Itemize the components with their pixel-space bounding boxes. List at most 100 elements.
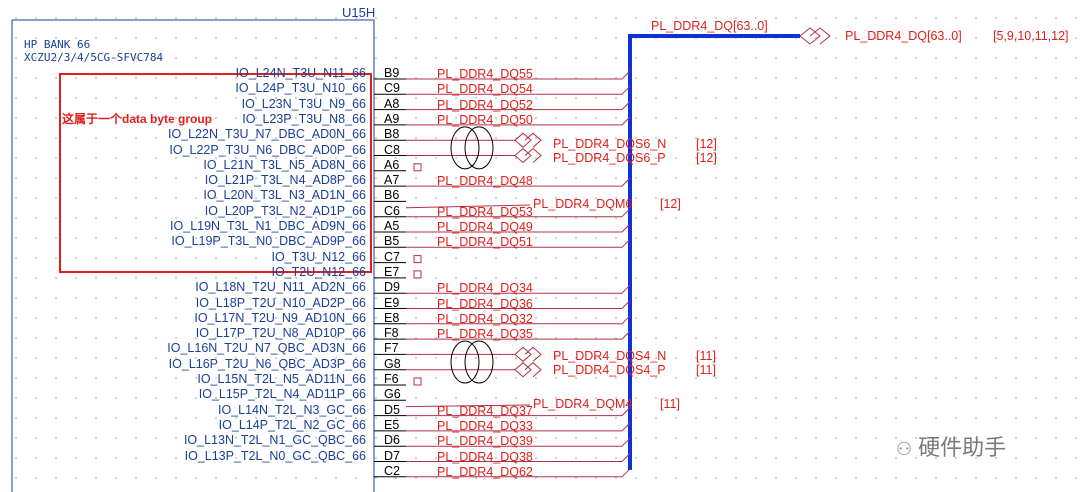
byte-group-highlight-box xyxy=(59,73,372,273)
bus-entry xyxy=(621,330,631,340)
net-label: PL_DDR4_DQ32 xyxy=(437,311,533,326)
port-shape xyxy=(514,147,532,164)
diff-pair-marker xyxy=(450,340,480,384)
diff-pair-marker xyxy=(464,340,494,384)
port-label: PL_DDR4_DQS6_P xyxy=(553,151,666,165)
pin-number: E9 xyxy=(384,295,400,310)
bus-label: PL_DDR4_DQ[63..0] xyxy=(651,19,768,33)
pin-name: IO_T3U_N12_66 xyxy=(271,249,366,264)
pin-name: IO_L21N_T3L_N5_AD8N_66 xyxy=(203,157,366,172)
net-label: PL_DDR4_DQ54 xyxy=(437,82,533,97)
pin-number: A6 xyxy=(384,157,400,172)
pin-number: B8 xyxy=(384,127,400,142)
diff-pair-marker xyxy=(464,126,494,170)
bus-entry xyxy=(621,223,631,233)
bus-entry xyxy=(621,422,631,432)
pin-name: IO_L17P_T2U_N8_AD10P_66 xyxy=(195,326,366,341)
pin-name: IO_L19N_T3L_N1_DBC_AD9N_66 xyxy=(170,219,366,233)
net-label: PL_DDR4_DQ35 xyxy=(437,327,533,342)
pin-name: IO_L15P_T2L_N4_AD11P_66 xyxy=(198,387,366,402)
bus-entry xyxy=(621,70,631,80)
pin-number: B9 xyxy=(384,66,400,80)
bus-port-shape xyxy=(799,27,821,45)
pin-name: IO_L16P_T2U_N6_QBC_AD3P_66 xyxy=(168,356,366,371)
pin-name: IO_L22N_T3U_N7_DBC_AD0N_66 xyxy=(167,127,366,142)
pin-name: IO_L23N_T3U_N9_66 xyxy=(241,96,366,111)
bus-entry xyxy=(621,284,631,294)
no-connect-marker xyxy=(413,270,422,279)
port-label: PL_DDR4_DQS4_P xyxy=(553,363,666,377)
pin-number: C2 xyxy=(384,463,400,478)
net-label: PL_DDR4_DQ39 xyxy=(437,434,533,449)
pin-number: A8 xyxy=(384,96,400,111)
pin-name: IO_L18N_T2U_N11_AD2N_66 xyxy=(195,280,366,295)
device-title: XCZU2/3/4/5CG-SFVC784 xyxy=(24,51,164,64)
pin-name: IO_L17N_T2U_N9_AD10N_66 xyxy=(194,310,366,325)
bus-entry xyxy=(621,453,631,462)
net-label: PL_DDR4_DQ37 xyxy=(437,403,533,418)
net-label: PL_DDR4_DQ33 xyxy=(437,418,533,433)
port-refs: [12] xyxy=(696,151,717,165)
no-connect-marker xyxy=(413,377,422,386)
pin-name: IO_L22P_T3U_N6_DBC_AD0P_66 xyxy=(169,142,366,157)
pin-name: IO_L18P_T2U_N10_AD2P_66 xyxy=(195,295,366,310)
port-shape-inner xyxy=(524,132,542,148)
bank-title: HP BANK 66 xyxy=(24,38,91,51)
pin-name: IO_L24N_T3U_N11_66 xyxy=(235,66,366,80)
port-refs: [12] xyxy=(696,137,717,151)
component-body-outline xyxy=(12,19,375,492)
dqm-wire xyxy=(405,404,531,408)
bus-entry xyxy=(621,177,631,187)
pin-name: IO_L13N_T2L_N1_GC_QBC_66 xyxy=(183,433,366,448)
net-label: PL_DDR4_DQ62 xyxy=(437,464,533,479)
port-label: PL_DDR4_DQS6_N xyxy=(553,137,667,151)
pin-name: IO_L14P_T2L_N2_GC_66 xyxy=(218,417,366,432)
port-shape xyxy=(514,132,532,148)
no-connect-marker xyxy=(413,255,422,264)
pin-name: IO_L24P_T3U_N10_66 xyxy=(235,81,366,96)
pin-number: A5 xyxy=(384,219,400,233)
bus-entry xyxy=(621,315,631,325)
port-shape-inner xyxy=(524,147,542,163)
pin-number: E8 xyxy=(384,310,400,325)
port-label: PL_DDR4_DQM6 xyxy=(533,197,633,211)
net-label: PL_DDR4_DQ55 xyxy=(437,67,533,81)
pin-name: IO_T2U_N12_66 xyxy=(271,264,366,279)
part-reference: U15H xyxy=(342,5,376,20)
pin-name: IO_L14N_T2L_N3_GC_66 xyxy=(217,402,366,417)
bus-port-refs: [5,9,10,11,12] xyxy=(993,29,1069,43)
pin-name: IO_L23P_T3U_N8_66 xyxy=(242,111,366,126)
port-shape xyxy=(514,362,532,378)
pin-number: E5 xyxy=(384,417,400,432)
port-label: PL_DDR4_DQM4 xyxy=(533,397,633,411)
port-refs: [12] xyxy=(660,197,681,211)
pin-number: A9 xyxy=(384,111,400,126)
pin-number: D9 xyxy=(384,280,400,295)
no-connect-marker xyxy=(413,163,422,172)
net-label: PL_DDR4_DQ53 xyxy=(437,204,533,219)
wechat-icon: ⚇ xyxy=(896,439,913,459)
pin-number: D7 xyxy=(384,448,400,463)
pin-name: IO_L16N_T2U_N7_QBC_AD3N_66 xyxy=(167,341,366,356)
pin-number: F6 xyxy=(384,372,399,386)
bus-entry xyxy=(621,238,631,248)
pin-number: F7 xyxy=(384,341,399,356)
pin-name: IO_L13P_T2L_N0_GC_QBC_66 xyxy=(184,448,366,463)
port-refs: [11] xyxy=(696,349,716,363)
pin-number: G8 xyxy=(384,356,401,371)
bus-port-shape-inner xyxy=(809,27,831,45)
net-label: PL_DDR4_DQ48 xyxy=(437,174,533,189)
pin-number: C9 xyxy=(384,81,400,96)
pin-number: F8 xyxy=(384,326,399,341)
bus-entry xyxy=(621,208,631,218)
net-label: PL_DDR4_DQ38 xyxy=(437,449,533,464)
net-label: PL_DDR4_DQ34 xyxy=(437,281,533,296)
pin-name: IO_L20N_T3L_N3_AD1N_66 xyxy=(203,188,366,203)
bus-entry xyxy=(621,468,631,478)
net-label: PL_DDR4_DQ49 xyxy=(437,220,533,234)
bus-line xyxy=(628,34,800,470)
bus-entry xyxy=(621,437,631,447)
net-label: PL_DDR4_DQ50 xyxy=(437,112,533,127)
